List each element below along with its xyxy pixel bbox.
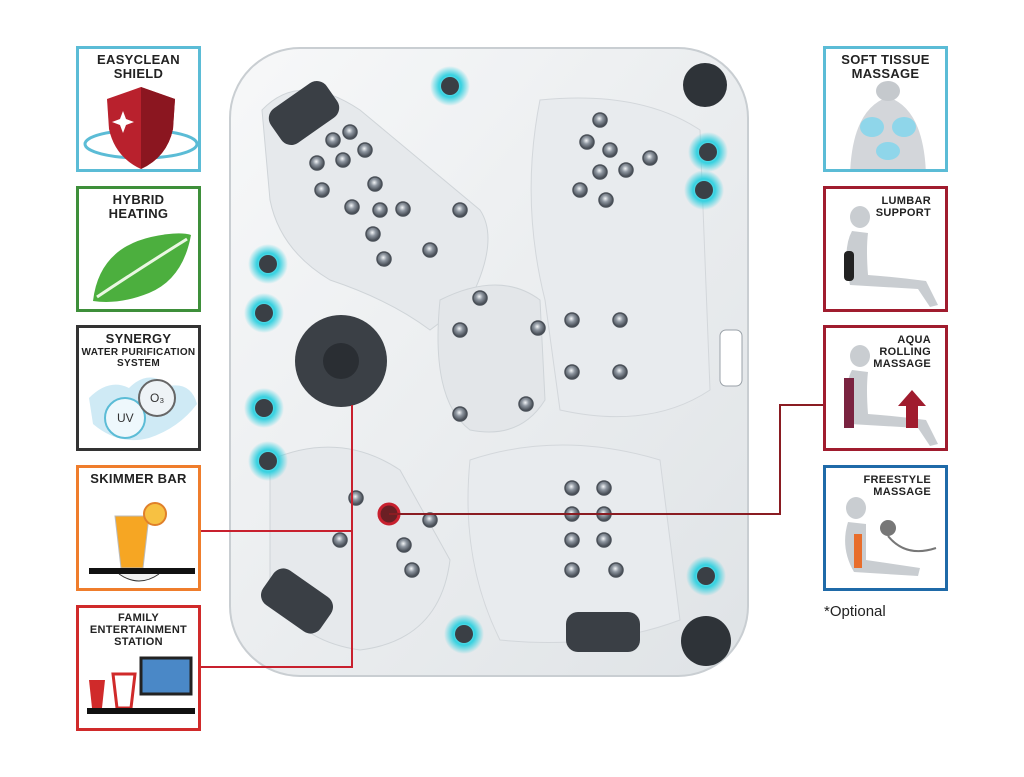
back-muscle-icon [850,81,926,169]
optional-footnote: *Optional [824,603,886,620]
shield-icon [83,87,198,169]
ozone-label: O₃ [150,391,165,405]
jet [579,134,595,150]
jet [372,202,388,218]
jet [564,364,580,380]
leaf-icon [93,233,191,302]
card-hybrid-heating: HYBRID HEATING [76,186,201,312]
card-label: EASYCLEAN SHIELD [97,52,180,81]
jet [404,562,420,578]
jet [564,506,580,522]
pillow-knob [255,304,273,322]
jet [422,512,438,528]
jet [518,396,534,412]
pillow-knob [697,567,715,585]
card-label: SYNERGY [105,331,172,346]
jet [572,182,588,198]
jet [592,112,608,128]
pillow-knob [441,77,459,95]
card-skimmer-bar: SKIMMER BAR [76,465,201,591]
jet [452,202,468,218]
jet [367,176,383,192]
uv-label: UV [117,411,134,425]
jet [564,562,580,578]
pillow-knob [455,625,473,643]
control-panel [719,329,743,387]
jet [395,201,411,217]
jet [596,532,612,548]
card-freestyle-massage: FREESTYLE MASSAGE [823,465,948,591]
jet [564,480,580,496]
pillow [268,81,340,145]
jet [422,242,438,258]
pillow-knob [695,181,713,199]
jet [596,480,612,496]
card-label: FREESTYLE MASSAGE [863,474,931,498]
jet [612,364,628,380]
jet [602,142,618,158]
jet [332,532,348,548]
pillow-knob [255,399,273,417]
jet [530,320,546,336]
card-label: AQUA ROLLING MASSAGE [873,334,931,370]
card-label: SOFT TISSUE MASSAGE [841,52,930,81]
card-label: HYBRID HEATING [108,192,169,221]
jet [592,164,608,180]
jet [564,532,580,548]
jet [344,199,360,215]
jet [335,152,351,168]
pillow-knob [699,143,717,161]
pillow [566,612,640,652]
card-label: LUMBAR SUPPORT [875,195,931,219]
jet [396,537,412,553]
jet [365,226,381,242]
aqua-rolling-jet [377,502,401,526]
card-lumbar-support: LUMBAR SUPPORT [823,186,948,312]
jet [452,406,468,422]
jet [357,142,373,158]
jet [314,182,330,198]
jet [348,490,364,506]
jet [598,192,614,208]
pillow-knob [259,255,277,273]
jet [612,312,628,328]
jet [452,322,468,338]
cup-holder [683,63,727,107]
jet [342,124,358,140]
jet [325,132,341,148]
jet [642,150,658,166]
card-synergy: SYNERGY WATER PURIFICATION SYSTEM UV O₃ [76,325,201,451]
rolling-massage-icon [844,345,938,446]
jet [608,562,624,578]
jet [564,312,580,328]
jet [618,162,634,178]
water-splash-icon [89,377,197,441]
popcorn-tv-icon [87,656,195,714]
pillow-knob [259,452,277,470]
handheld-jet-icon [845,497,937,576]
card-family-entertainment: FAMILY ENTERTAINMENT STATION [76,605,201,731]
card-easyclean-shield: EASYCLEAN SHIELD [76,46,201,172]
jet [596,506,612,522]
jet [472,290,488,306]
seated-figure-icon [844,206,938,307]
card-sublabel: WATER PURIFICATION SYSTEM [81,347,196,369]
filter-lid-center [323,343,359,379]
drink-tray-icon [89,502,195,582]
card-label: FAMILY ENTERTAINMENT STATION [89,612,188,648]
card-soft-tissue-massage: SOFT TISSUE MASSAGE [823,46,948,172]
jet [309,155,325,171]
card-aqua-rolling-massage: AQUA ROLLING MASSAGE [823,325,948,451]
cup-holder [681,616,731,666]
jet [376,251,392,267]
card-label: SKIMMER BAR [90,471,187,486]
